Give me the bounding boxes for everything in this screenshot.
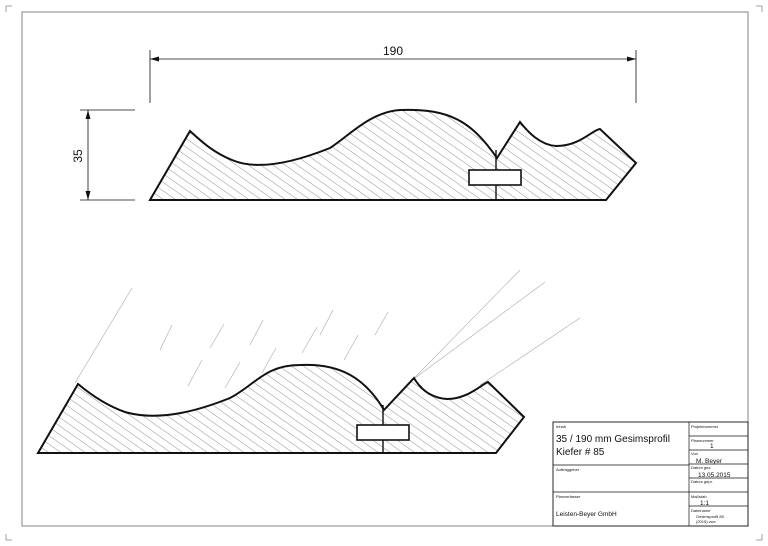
auftraggeber-label: Auftraggeber	[556, 467, 580, 472]
title-block: Inhalt 35 / 190 mm Gesimsprofil Kiefer #…	[552, 421, 749, 527]
planverfasser-label: Planverfasser	[556, 494, 581, 499]
von-label: Von	[691, 451, 698, 456]
dimension-height-label: 35	[71, 149, 85, 163]
inhalt-label: Inhalt	[556, 424, 567, 429]
datum-value: 13.05.2015	[698, 472, 731, 479]
von-value: M. Beyer	[696, 458, 723, 465]
profile-section-top	[148, 108, 638, 201]
profile-outline-bottom	[36, 363, 526, 454]
spline-bottom	[356, 424, 410, 441]
projektnummer-label: Projektnummer	[691, 424, 719, 429]
plannummer-value: 1	[710, 443, 714, 450]
perspective-lines	[74, 269, 581, 409]
drawing-frame	[21, 11, 749, 527]
plannummer-label: Plannummer	[691, 438, 714, 443]
massstab-value: 1:1	[700, 500, 709, 507]
planverfasser-value: Leisten-Beyer GmbH	[556, 511, 617, 518]
dateiname-label: Dateiname	[691, 508, 711, 513]
dimension-width	[149, 50, 637, 103]
dateiname-value-1: Gesimsprofil 85	[696, 514, 725, 519]
profile-perspective-bottom	[36, 363, 526, 454]
title-line-1: 35 / 190 mm Gesimsprofil	[556, 434, 670, 445]
corner-marks	[5, 5, 763, 541]
massstab-label: Maßstab	[691, 494, 707, 499]
title-line-2: Kiefer # 85	[556, 447, 605, 458]
dimension-height	[80, 109, 135, 201]
spline-top	[468, 169, 522, 186]
profile-outline-top	[148, 108, 638, 201]
datum-label: Datum gez.	[691, 465, 711, 470]
datum-gepr-label: Datum gepr.	[691, 479, 713, 484]
dateiname-value-2: (2015).vwx	[696, 519, 716, 524]
dimension-width-label: 190	[383, 44, 403, 58]
